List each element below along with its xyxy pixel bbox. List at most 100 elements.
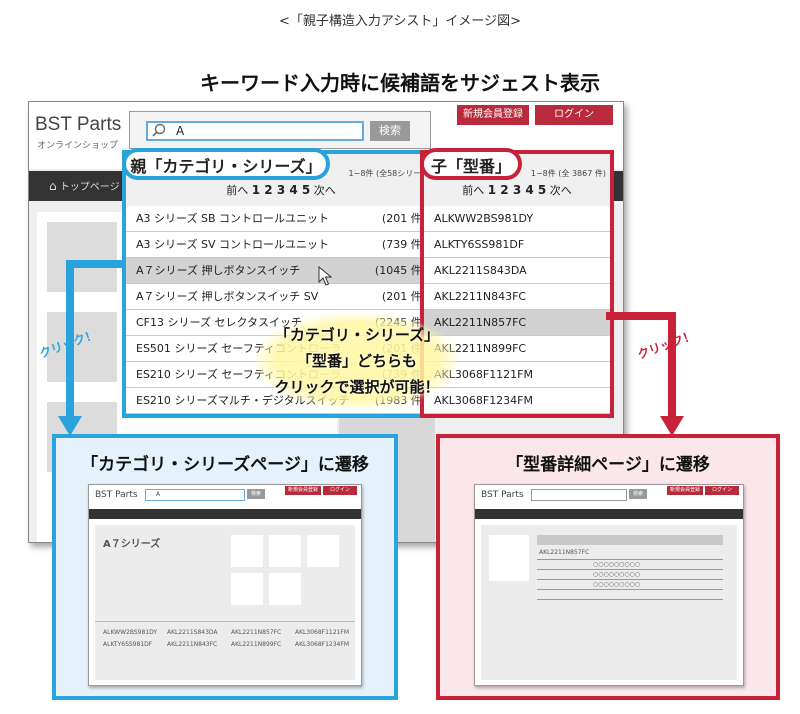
mini-search-button: 検索 — [247, 489, 265, 499]
mini-content: A７シリーズ ALKWW2BS981DY AKL2211S843DA AKL2211… — [95, 525, 355, 680]
detail-page-mock: BST Parts 検索 新規会員登録 ログイン AKL2211N857FC ○… — [474, 484, 744, 686]
mini-code: AKL2211S843DA — [167, 629, 218, 636]
mini-product-image — [489, 535, 529, 581]
mini-thumb — [307, 535, 339, 567]
mini-register: 新規会員登録 — [667, 486, 703, 495]
mini-thumb — [269, 573, 301, 605]
category-page-box: 「カテゴリ・シリーズページ」に遷移 BST Parts A 検索 新規会員登録 … — [52, 434, 398, 700]
model-suggest-item[interactable]: ALKWW2BS981DY — [424, 206, 610, 232]
mini-spec-3: ○○○○○○○○○ — [593, 581, 641, 588]
category-suggest-item[interactable]: A3 シリーズ SB コントロールユニット (201 件) — [126, 206, 436, 232]
mini-line — [537, 559, 723, 560]
blue-arrow — [66, 260, 124, 418]
mini-thumb — [231, 573, 263, 605]
blue-arrow-head — [58, 416, 82, 436]
mini-spec-2: ○○○○○○○○○ — [593, 571, 641, 578]
product-thumb — [47, 222, 117, 292]
category-item-name: CF13 シリーズ セレクタスイッチ — [136, 316, 303, 329]
category-item-count: (201 件) — [381, 290, 426, 303]
cursor-icon — [318, 265, 333, 290]
model-suggest-item[interactable]: AKL2211N843FC — [424, 284, 610, 310]
callout-bubble — [254, 312, 460, 410]
category-item-name: A７シリーズ 押しボタンスイッチ SV — [136, 290, 319, 303]
nav-home-label: トップページ — [59, 182, 120, 193]
model-count: 1−8件 (全 3867 件) — [530, 169, 606, 178]
search-area: A 検索 — [129, 111, 431, 149]
register-button[interactable]: 新規会員登録 — [457, 105, 529, 125]
mini-line — [537, 589, 723, 590]
mini-model: AKL2211N857FC — [539, 549, 590, 556]
pager-next[interactable]: 次へ — [313, 184, 336, 197]
mini-line — [537, 579, 723, 580]
detail-page-box: 「型番詳細ページ」に遷移 BST Parts 検索 新規会員登録 ログイン AK… — [436, 434, 780, 700]
mini-code: AKL2211N899FC — [231, 641, 282, 648]
model-suggest-item[interactable]: AKL2211N857FC — [424, 310, 610, 336]
home-icon: ⌂ — [49, 179, 57, 193]
site-logo[interactable]: BST Parts — [35, 114, 122, 135]
category-pager: 前へ 1 2 3 4 5 次へ — [126, 182, 436, 198]
mini-code: AKL3068F1234FM — [295, 641, 349, 648]
mini-login: ログイン — [705, 486, 739, 495]
product-thumb — [47, 312, 117, 382]
search-icon — [152, 123, 166, 141]
model-suggest-item[interactable]: ALKTY6SS981DF — [424, 232, 610, 258]
category-count: 1−8件 (全58シリーズ) — [348, 169, 432, 178]
pager-prev[interactable]: 前へ — [462, 184, 485, 197]
category-item-name: A７シリーズ 押しボタンスイッチ — [136, 264, 301, 277]
mini-search-value: A — [156, 491, 161, 498]
callout-line2: 「型番」どちらも — [296, 352, 417, 370]
category-item-count: (1045 件) — [374, 264, 426, 277]
pager-prev[interactable]: 前へ — [226, 184, 249, 197]
mini-search-input — [531, 489, 627, 501]
mini-spec-header — [537, 535, 723, 545]
mini-nav — [89, 509, 361, 519]
callout-line3: クリックで選択が可能！ — [274, 378, 440, 396]
search-button[interactable]: 検索 — [370, 121, 410, 141]
nav-home[interactable]: ⌂ トップページ — [49, 178, 120, 193]
figure-caption: <「親子構造入力アシスト」イメージ図> — [278, 14, 521, 29]
category-item-count: (201 件) — [381, 212, 426, 225]
category-panel-label: 親「カテゴリ・シリーズ」 — [122, 148, 330, 180]
mini-nav — [475, 509, 743, 519]
model-panel-label: 子「型番」 — [420, 148, 522, 180]
mini-content: AKL2211N857FC ○○○○○○○○○ ○○○○○○○○○ ○○○○○○… — [481, 525, 737, 680]
category-page-title: 「カテゴリ・シリーズページ」に遷移 — [81, 455, 369, 475]
model-pager: 前へ 1 2 3 4 5 次へ — [424, 182, 610, 198]
search-input[interactable]: A — [146, 121, 364, 141]
pager-pages[interactable]: 1 2 3 4 5 — [251, 183, 311, 197]
mini-code: AKL2211N843FC — [167, 641, 218, 648]
login-button[interactable]: ログイン — [535, 105, 613, 125]
mini-code: ALKWW2BS981DY — [103, 629, 158, 636]
mini-heading: A７シリーズ — [103, 539, 161, 550]
mini-line — [537, 569, 723, 570]
category-item-name: A3 シリーズ SV コントロールユニット — [136, 238, 329, 251]
mini-code: AKL2211N857FC — [231, 629, 282, 636]
model-suggest-item[interactable]: AKL3068F1121FM — [424, 362, 610, 388]
mini-spec-1: ○○○○○○○○○ — [593, 561, 641, 568]
category-suggest-item[interactable]: A７シリーズ 押しボタンスイッチ SV (201 件) — [126, 284, 436, 310]
pager-next[interactable]: 次へ — [549, 184, 572, 197]
mini-line — [537, 599, 723, 600]
pager-pages[interactable]: 1 2 3 4 5 — [487, 183, 547, 197]
mini-logo: BST Parts — [95, 490, 138, 500]
model-suggest-item[interactable]: AKL3068F1234FM — [424, 388, 610, 414]
red-arrow-head — [660, 416, 684, 436]
mini-divider — [95, 621, 355, 622]
mini-thumb — [231, 535, 263, 567]
red-arrow — [606, 312, 676, 418]
mini-code: ALKTY6SS981DF — [103, 641, 153, 648]
category-item-count: (739 件) — [381, 238, 426, 251]
mini-register: 新規会員登録 — [285, 486, 321, 495]
category-suggest-item[interactable]: A７シリーズ 押しボタンスイッチ (1045 件) — [126, 258, 436, 284]
mini-thumb — [269, 535, 301, 567]
category-item-name: A3 シリーズ SB コントロールユニット — [136, 212, 329, 225]
model-suggest-item[interactable]: AKL2211S843DA — [424, 258, 610, 284]
category-suggest-item[interactable]: A3 シリーズ SV コントロールユニット (739 件) — [126, 232, 436, 258]
category-page-mock: BST Parts A 検索 新規会員登録 ログイン A７シリーズ ALKWW2… — [88, 484, 362, 686]
detail-page-title: 「型番詳細ページ」に遷移 — [506, 455, 710, 475]
mini-search-input: A — [145, 489, 245, 501]
site-logo-sub: オンラインショップ — [37, 141, 119, 151]
mini-search-button: 検索 — [629, 489, 647, 499]
